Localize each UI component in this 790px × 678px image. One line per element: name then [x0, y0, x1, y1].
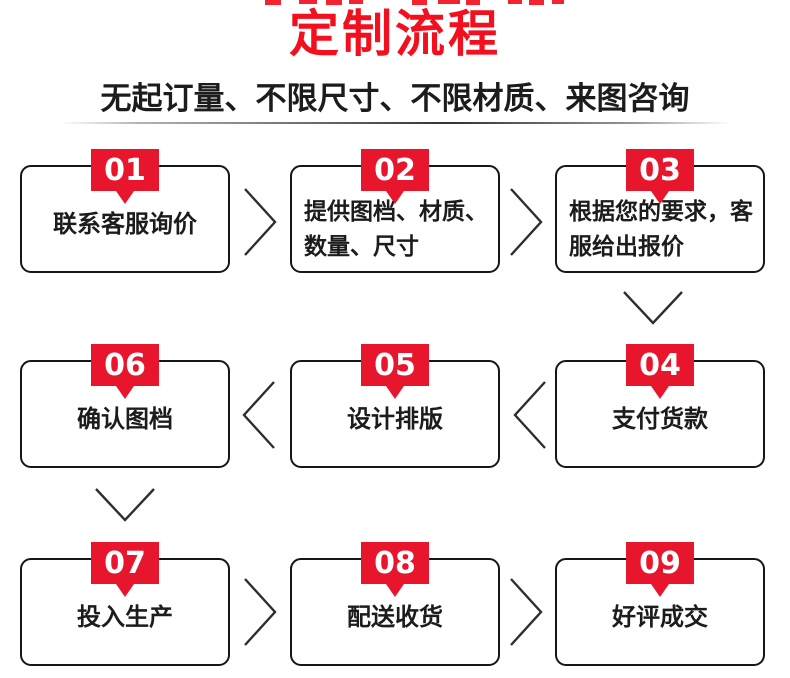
badge-pointer: [116, 584, 134, 597]
cropped-text-fragment: [466, 0, 480, 5]
cropped-text-fragment: [552, 0, 564, 4]
cropped-text-fragment: [529, 0, 544, 5]
step-label: 投入生产: [77, 604, 173, 631]
step-number-badge: 09: [626, 542, 694, 597]
step-number: 09: [639, 545, 681, 581]
arrow-left-icon: [241, 379, 277, 451]
step-number-badge: 03: [626, 149, 694, 204]
page-title: 定制流程: [289, 6, 501, 62]
arrow-right-icon: [242, 576, 278, 648]
arrow-right-icon: [508, 186, 544, 258]
arrow-left-icon: [512, 379, 548, 451]
badge-pointer: [651, 584, 669, 597]
step-number-badge: 01: [91, 149, 159, 204]
arrow-right-icon: [242, 186, 278, 258]
arrow-right-icon: [508, 576, 544, 648]
badge-pointer: [386, 191, 404, 204]
badge-pointer: [116, 191, 134, 204]
step-box-08: 08 配送收货: [290, 542, 500, 666]
badge-pointer: [651, 386, 669, 399]
step-number-badge: 04: [626, 344, 694, 399]
step-number: 08: [374, 545, 416, 581]
divider-line: [60, 122, 730, 124]
step-number: 02: [374, 152, 416, 188]
step-box-03: 03 根据您的要求，客 服给出报价: [555, 149, 765, 273]
step-label: 联系客服询价: [53, 211, 197, 238]
arrow-down-icon: [621, 289, 685, 327]
step-number: 04: [639, 347, 681, 383]
step-number: 07: [104, 545, 146, 581]
cropped-text-fragment: [326, 0, 342, 5]
badge-pointer: [386, 386, 404, 399]
badge-pointer: [386, 584, 404, 597]
step-number: 06: [104, 347, 146, 383]
step-number-badge: 08: [361, 542, 429, 597]
step-box-04: 04 支付货款: [555, 344, 765, 468]
step-label: 确认图档: [77, 406, 173, 433]
step-label: 支付货款: [612, 406, 708, 433]
badge-pointer: [116, 386, 134, 399]
step-box-09: 09 好评成交: [555, 542, 765, 666]
cropped-text-fragment: [349, 0, 363, 4]
step-number: 03: [639, 152, 681, 188]
step-number-badge: 06: [91, 344, 159, 399]
step-label: 提供图档、材质、 数量、尺寸: [304, 199, 488, 259]
page-subtitle: 无起订量、不限尺寸、不限材质、来图咨询: [100, 81, 690, 116]
step-label: 设计排版: [347, 406, 443, 433]
step-number-badge: 05: [361, 344, 429, 399]
step-number-badge: 02: [361, 149, 429, 204]
arrow-down-icon: [93, 486, 157, 524]
step-number: 05: [374, 347, 416, 383]
cropped-text-fragment: [438, 0, 460, 4]
step-box-07: 07 投入生产: [20, 542, 230, 666]
step-number: 01: [104, 152, 146, 188]
cropped-text-fragment: [412, 0, 427, 5]
cropped-text-fragment: [299, 0, 317, 4]
step-box-02: 02 提供图档、材质、 数量、尺寸: [290, 149, 500, 273]
step-box-05: 05 设计排版: [290, 344, 500, 468]
step-label: 好评成交: [612, 604, 708, 631]
cropped-text-fragment: [265, 0, 281, 5]
step-label: 配送收货: [347, 604, 443, 631]
step-box-01: 01 联系客服询价: [20, 149, 230, 273]
badge-pointer: [651, 191, 669, 204]
step-box-06: 06 确认图档: [20, 344, 230, 468]
step-number-badge: 07: [91, 542, 159, 597]
cropped-text-fragment: [508, 0, 522, 4]
